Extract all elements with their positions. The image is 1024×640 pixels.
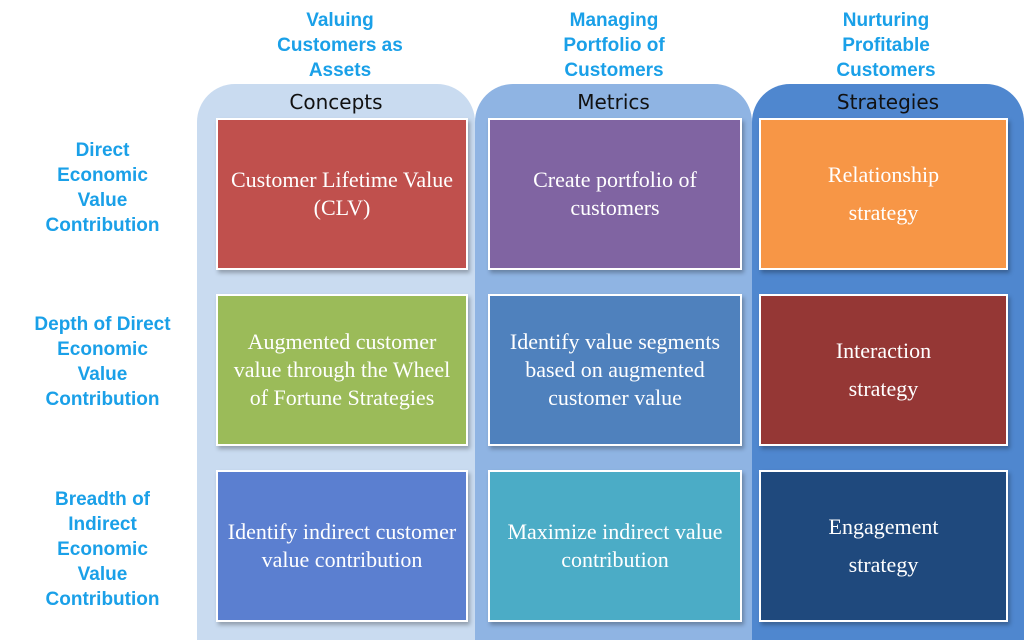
cell-engagement-strategy: Engagement strategy (759, 470, 1008, 622)
column-header-metrics: Managing Portfolio of Customers (563, 9, 665, 81)
cell-customer-lifetime-value: Customer Lifetime Value (CLV) (216, 118, 468, 270)
panel-title-concepts: Concepts (289, 90, 383, 114)
cell-interaction-strategy: Interaction strategy (759, 294, 1008, 446)
cell-text: Identify indirect customer value contrib… (227, 519, 457, 572)
panel-title-metrics: Metrics (577, 90, 650, 114)
cell-augmented-customer-value: Augmented customer value through the Whe… (216, 294, 468, 446)
cell-text: Relationship strategy (827, 162, 940, 225)
row-label-breadth: Breadth of Indirect Economic Value Contr… (45, 488, 160, 610)
cell-identify-indirect-value: Identify indirect customer value contrib… (216, 470, 468, 622)
column-header-concepts: Valuing Customers as Assets (277, 9, 403, 81)
panel-title-strategies: Strategies (836, 90, 940, 114)
cell-text: Interaction strategy (835, 338, 932, 401)
cell-text: Augmented customer value through the Whe… (233, 329, 451, 410)
cell-text: Maximize indirect value contribution (507, 519, 723, 572)
cell-identify-value-segments: Identify value segments based on augment… (488, 294, 742, 446)
column-header-strategies: Nurturing Profitable Customers (836, 9, 936, 81)
cell-create-portfolio: Create portfolio of customers (488, 118, 742, 270)
row-label-direct: Direct Economic Value Contribution (45, 140, 160, 236)
cell-text: Create portfolio of customers (533, 167, 697, 220)
cell-maximize-indirect-value: Maximize indirect value contribution (488, 470, 742, 622)
row-label-depth: Depth of Direct Economic Value Contribut… (34, 314, 171, 410)
cell-text: Customer Lifetime Value (CLV) (231, 167, 453, 220)
cell-text: Engagement strategy (828, 514, 939, 577)
cell-text: Identify value segments based on augment… (509, 329, 721, 410)
cell-relationship-strategy: Relationship strategy (759, 118, 1008, 270)
